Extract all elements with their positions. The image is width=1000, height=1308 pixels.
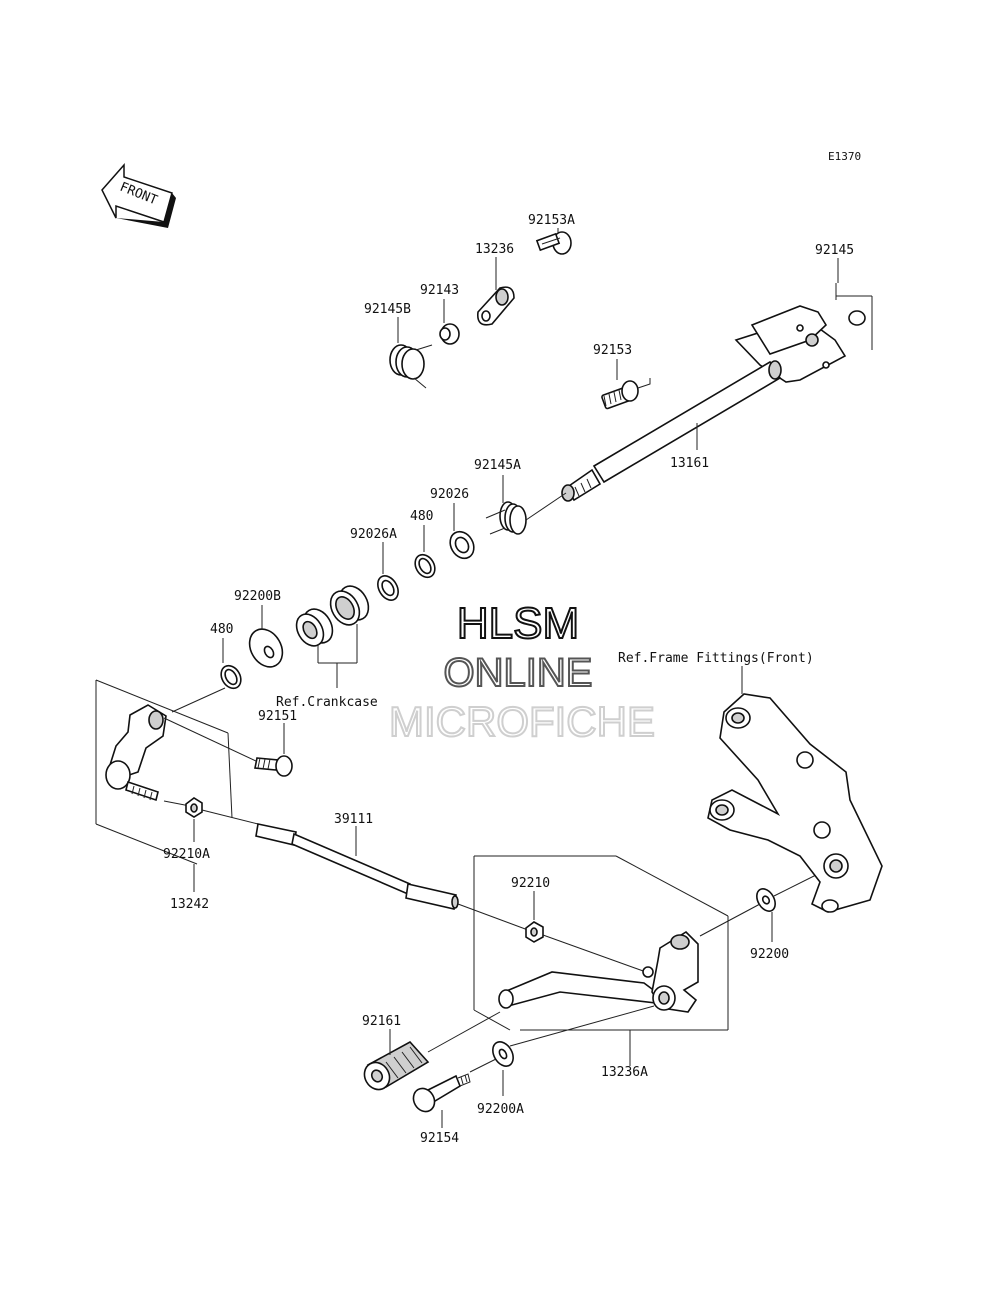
watermark-line3: MICROFICHE	[389, 698, 655, 745]
circlip-480-upper[interactable]	[411, 551, 439, 581]
needle-bearing[interactable]	[325, 581, 375, 630]
ref-frame-label: Ref.Frame Fittings(Front)	[618, 651, 814, 666]
shift-shaft-13161[interactable]	[561, 305, 847, 502]
watermark-line2: ONLINE	[444, 651, 593, 695]
pedal-group-13236A-box	[473, 855, 729, 1031]
pedal-rubber-92161[interactable]	[360, 1040, 430, 1094]
label-92154: 92154	[420, 1131, 459, 1146]
shift-pedal-13236A[interactable]	[498, 930, 699, 1013]
label-92200: 92200	[750, 947, 789, 962]
bolt-92154[interactable]	[409, 1073, 471, 1115]
label-92026: 92026	[430, 487, 469, 502]
label-92026A: 92026A	[350, 527, 397, 542]
circlip-92145[interactable]	[835, 283, 873, 350]
watermark: HLSM ONLINE MICROFICHE	[388, 598, 656, 746]
shift-lever-13242[interactable]	[105, 704, 167, 802]
bolt-92153[interactable]	[601, 378, 651, 410]
label-13236A: 13236A	[601, 1065, 648, 1080]
ref-crankcase-bracket	[317, 624, 358, 688]
label-92143: 92143	[420, 283, 459, 298]
washer-92200B[interactable]	[243, 623, 289, 673]
washer-92026A[interactable]	[374, 572, 403, 604]
label-13236: 13236	[475, 242, 514, 257]
label-92145: 92145	[815, 243, 854, 258]
label-92200A: 92200A	[477, 1102, 524, 1117]
bolt-92153A[interactable]	[535, 231, 572, 255]
label-92200B: 92200B	[234, 589, 281, 604]
label-480-upper: 480	[410, 509, 433, 524]
washer-92200A[interactable]	[489, 1038, 518, 1070]
nut-92210[interactable]	[525, 921, 544, 943]
spring-92145B[interactable]	[389, 344, 433, 389]
washer-92200[interactable]	[753, 886, 779, 915]
ref-crankcase-label: Ref.Crankcase	[276, 695, 378, 710]
spring-92145A[interactable]	[485, 501, 527, 535]
tie-rod-39111[interactable]	[255, 823, 459, 910]
label-92145B: 92145B	[364, 302, 411, 317]
lever-group-13242-box	[95, 679, 233, 865]
ref-frame-fitting	[707, 693, 883, 913]
circlip-480-lower[interactable]	[217, 662, 245, 692]
bolt-92151[interactable]	[254, 755, 293, 777]
label-92151: 92151	[258, 709, 297, 724]
label-92210A: 92210A	[163, 847, 210, 862]
washer-92026[interactable]	[445, 527, 478, 562]
label-92210: 92210	[511, 876, 550, 891]
label-92153A: 92153A	[528, 213, 575, 228]
collar-92143[interactable]	[439, 323, 460, 345]
label-480-lower: 480	[210, 622, 233, 637]
label-39111: 39111	[334, 812, 373, 827]
diagram-code: E1370	[828, 150, 861, 163]
label-92153: 92153	[593, 343, 632, 358]
front-arrow-icon: FRONT	[101, 163, 176, 228]
watermark-line1: HLSM	[457, 599, 579, 648]
nut-92210A[interactable]	[185, 797, 203, 818]
label-92145A: 92145A	[474, 458, 521, 473]
label-13242: 13242	[170, 897, 209, 912]
label-92161: 92161	[362, 1014, 401, 1029]
label-13161: 13161	[670, 456, 709, 471]
lever-13236[interactable]	[476, 286, 515, 326]
oil-seal[interactable]	[291, 604, 338, 651]
